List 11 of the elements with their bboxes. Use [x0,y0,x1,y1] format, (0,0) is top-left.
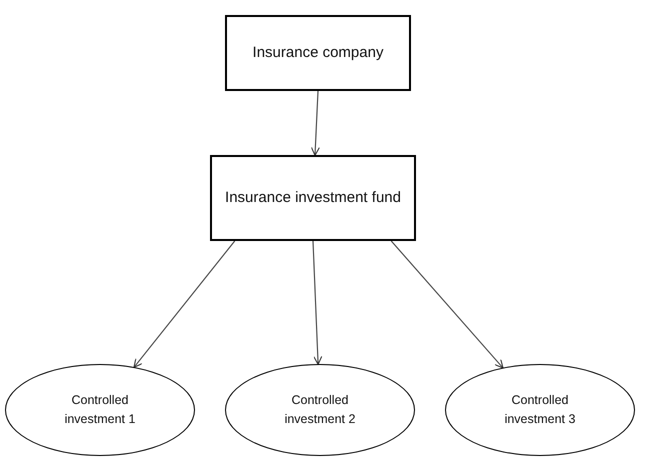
process-box [225,15,411,91]
process-box [210,155,416,241]
arrow [390,240,504,368]
arrow [310,90,320,156]
arrow [312,240,322,365]
node-label: Controlled investment 3 [504,392,576,428]
node-label: Controlled investment 1 [64,392,136,428]
node-label: Insurance company [252,43,384,64]
node-label: Insurance investment fund [224,188,402,208]
node-label: Controlled investment 2 [284,392,356,428]
arrow [133,240,236,368]
